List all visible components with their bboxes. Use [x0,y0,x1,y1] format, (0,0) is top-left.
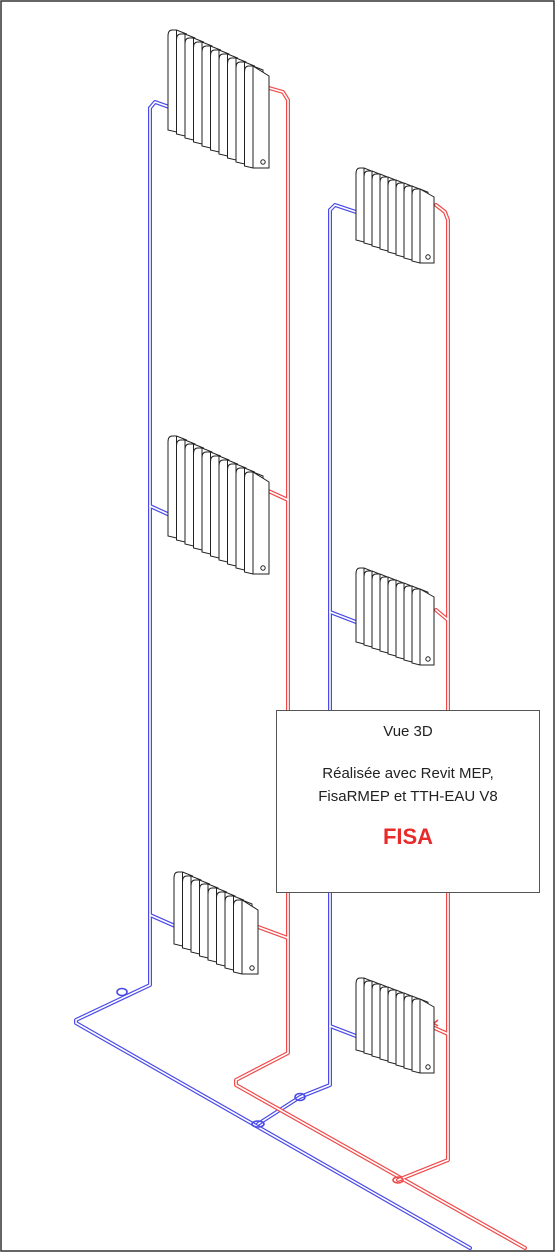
supply-branch-mid-right-inner [435,609,449,621]
supply-riser-left-inner [235,85,526,1249]
radiator-top-left [167,29,270,169]
radiator-end-cap [419,588,435,666]
supply-pipe-network [234,84,527,1250]
radiators [167,29,435,1074]
radiator-plug [425,254,431,260]
radiator-end-cap [241,899,259,975]
brand-label: FISA [382,824,434,849]
info-box: Vue 3D Réalisée avec Revit MEP, FisaRMEP… [276,710,540,893]
radiator-plug [425,1064,431,1070]
return-riser-right [256,208,332,1126]
radiator-plug [249,965,255,971]
supply-riser-left [234,84,527,1250]
valve-return-right [294,1092,306,1102]
info-title: Vue 3D [383,723,433,740]
supply-riser-right-inner [397,204,449,1181]
radiator-top-right [355,167,435,264]
radiator-mid-left [167,435,270,575]
return-branch-top-left-inner [149,101,173,109]
return-branch-top-right-inner [329,204,357,213]
radiator-end-cap [252,471,270,575]
radiator-end-cap [252,65,270,169]
radiator-low-left [173,871,259,975]
return-branch-low-left-inner [149,914,176,927]
return-riser-left-inner [75,107,471,1249]
radiator-mid-right [355,567,435,666]
valve-return-main [116,987,128,997]
return-branch-low-right-inner [329,1025,357,1037]
radiator-plug [260,565,266,571]
return-pipe-network [74,100,472,1250]
fitting-junction-return [251,1120,265,1128]
radiator-end-cap [419,998,435,1074]
info-description: Réalisée avec Revit MEP, FisaRMEP et TTH… [318,765,498,805]
return-riser-left [74,106,472,1250]
radiator-plug [425,656,431,662]
radiator-plug [260,159,266,165]
return-branch-mid-right-inner [329,611,357,623]
radiator-low-right [355,977,435,1074]
radiator-end-cap [419,188,435,264]
fitting-junction-supply [392,1176,404,1184]
return-riser-right-inner [257,209,331,1125]
